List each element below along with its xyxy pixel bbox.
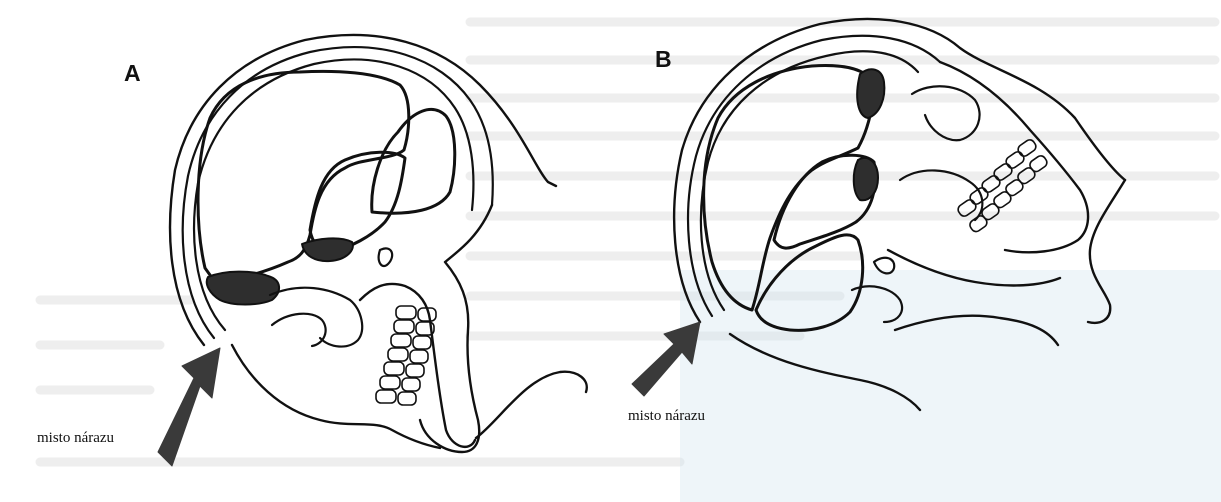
panel-a-chin-skin	[476, 372, 587, 438]
panel-b-teeth	[956, 138, 1049, 234]
panel-b-mandible	[888, 250, 1060, 285]
panel-a-impact-arrow-icon	[158, 348, 220, 466]
panel-b-drawing	[632, 19, 1125, 410]
panel-b-impact-arrow-icon	[632, 322, 700, 396]
panel-b-neck	[730, 334, 920, 410]
panel-a-brain-middle	[310, 152, 405, 252]
panel-b-throat	[895, 316, 1058, 345]
panel-b-face-profile	[1088, 180, 1125, 323]
panel-a-mandible	[360, 284, 475, 447]
panel-b-label: B	[655, 46, 672, 73]
panel-a-teeth	[376, 306, 436, 405]
panel-a-mastoid	[272, 314, 326, 346]
panel-b-scalp-outline	[674, 19, 1125, 322]
panel-b-skull-outer	[688, 36, 940, 316]
panel-a-label: A	[124, 60, 141, 87]
panel-a-ear	[379, 248, 392, 266]
panel-a-impact-caption: misto nárazu	[37, 430, 114, 447]
panel-a-drawing	[158, 35, 587, 466]
panel-b-brain-basal	[756, 235, 863, 331]
panel-a-brain-frontal	[372, 109, 455, 213]
panel-b-ear	[874, 258, 894, 274]
panel-a-neck	[232, 345, 440, 448]
panel-a-hematoma-occipital	[207, 272, 279, 305]
panel-a-hematoma-middle	[302, 238, 353, 261]
panel-b-orbit	[912, 86, 980, 140]
panel-b-hematoma-lower	[854, 158, 878, 200]
panel-b-impact-caption: misto nárazu	[628, 408, 705, 425]
panel-b-brain-posterior	[704, 66, 873, 310]
panel-b-hematoma-upper	[857, 69, 884, 118]
